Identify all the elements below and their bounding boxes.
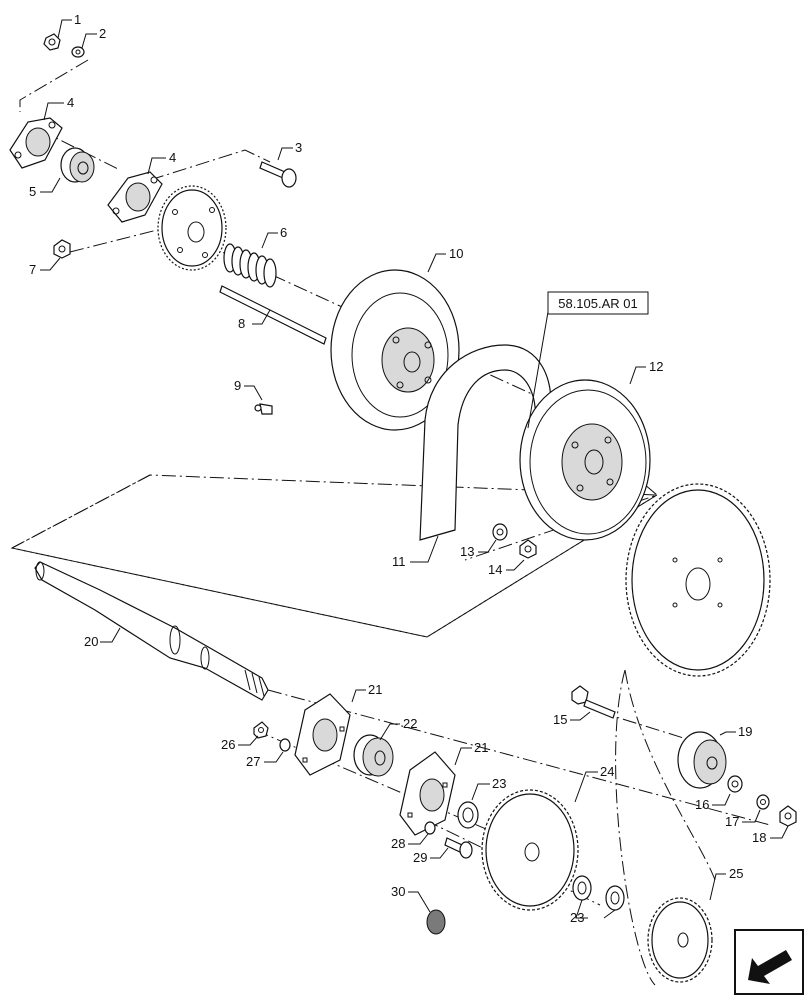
part-bearing-22	[353, 734, 394, 777]
callout-27: 27	[246, 754, 260, 769]
part-spacer-23b	[572, 875, 592, 901]
part-nut-7	[53, 239, 71, 259]
callout-5: 5	[29, 184, 36, 199]
callout-8: 8	[238, 316, 245, 331]
part-sprocket-25	[647, 897, 713, 983]
callout-23b: 23	[570, 910, 584, 925]
callout-15: 15	[553, 712, 567, 727]
callout-21b: 21	[474, 740, 488, 755]
callout-13: 13	[460, 544, 474, 559]
callout-4a: 4	[67, 95, 74, 110]
parts	[9, 33, 797, 983]
part-bolt-29	[444, 837, 473, 859]
part-bolt-15	[571, 685, 616, 719]
callout-4b: 4	[169, 150, 176, 165]
callout-17: 17	[725, 814, 739, 829]
callout-2: 2	[99, 26, 106, 41]
callout-14: 14	[488, 562, 502, 577]
callout-10: 10	[449, 246, 463, 261]
callout-30: 30	[391, 884, 405, 899]
part-lockwasher-17	[756, 794, 770, 810]
callout-3: 3	[295, 140, 302, 155]
part-flange-21b	[399, 751, 456, 836]
part-spacer-23c	[605, 885, 625, 911]
part-bearing-5	[60, 147, 95, 183]
part-nut-18	[779, 805, 797, 827]
part-sprocket-24	[481, 789, 579, 911]
callout-9: 9	[234, 378, 241, 393]
part-sheave-12	[519, 379, 651, 541]
part-nut-26	[253, 721, 269, 739]
callout-6: 6	[280, 225, 287, 240]
part-gear-disk	[157, 185, 227, 271]
part-washer-16	[727, 775, 743, 793]
part-washer-28	[424, 821, 436, 835]
callout-28: 28	[391, 836, 405, 851]
callout-22: 22	[403, 716, 417, 731]
part-decal-30	[426, 909, 446, 935]
callout-25: 25	[729, 866, 743, 881]
part-bolt-3	[259, 161, 297, 188]
part-washer-13	[492, 523, 508, 541]
callout-26: 26	[221, 737, 235, 752]
part-rod-8	[219, 285, 327, 345]
reference-label[interactable]: 58.105.AR 01	[558, 296, 638, 311]
part-nut-1	[43, 33, 61, 51]
callout-16: 16	[695, 797, 709, 812]
callout-19: 19	[738, 724, 752, 739]
part-flange-21a	[294, 693, 351, 776]
callout-29: 29	[413, 850, 427, 865]
arrow-down-left-icon[interactable]	[734, 929, 804, 995]
leader-lines	[40, 19, 789, 919]
callout-1: 1	[74, 12, 81, 27]
part-fitting-9	[254, 403, 273, 415]
part-washer-2	[71, 46, 85, 58]
callout-21a: 21	[368, 682, 382, 697]
part-sprocket-large	[625, 483, 771, 677]
part-washer-27	[279, 738, 291, 752]
callout-labels: 1 2 3 4 4 5 6 7 8 9 10 11 12 13 14 15 16…	[29, 12, 766, 925]
callout-20: 20	[84, 634, 98, 649]
callout-12: 12	[649, 359, 663, 374]
callout-18: 18	[752, 830, 766, 845]
reference-link[interactable]: 58.105.AR 01	[547, 291, 649, 315]
part-spring-6	[223, 243, 277, 288]
callout-24: 24	[600, 764, 614, 779]
callout-7: 7	[29, 262, 36, 277]
part-sheave-10	[330, 269, 460, 431]
part-spacer-23a	[457, 801, 479, 829]
part-shaft-20	[34, 561, 269, 701]
part-nut-14	[519, 539, 537, 559]
part-flange-4b	[107, 171, 163, 223]
callout-11: 11	[392, 554, 406, 569]
callout-23a: 23	[492, 776, 506, 791]
part-flange-4a	[9, 117, 63, 169]
part-idler-19	[677, 731, 727, 789]
